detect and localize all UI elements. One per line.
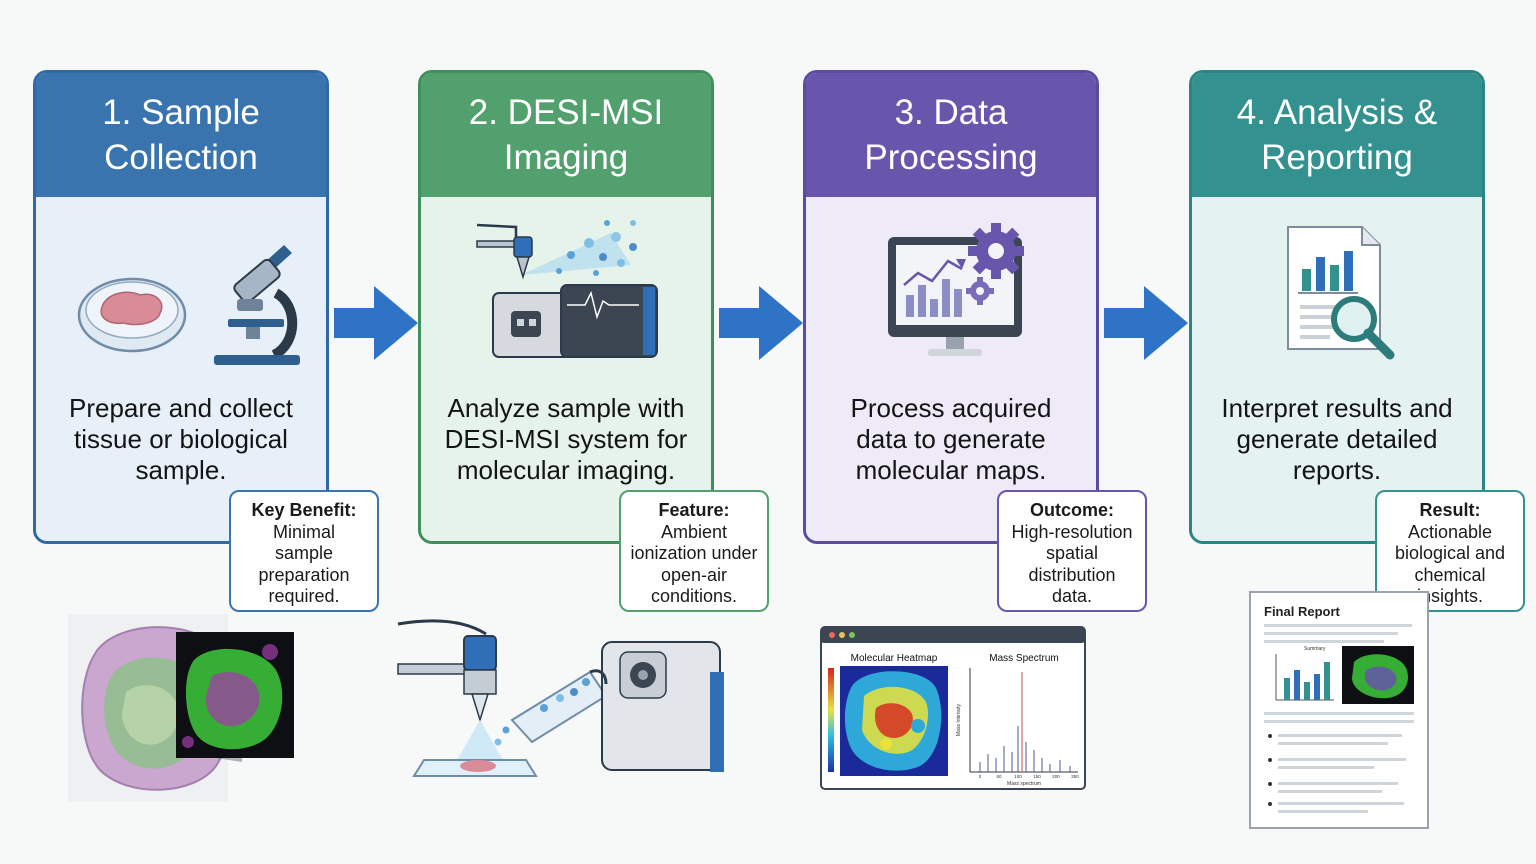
step-title-line: Reporting <box>1261 138 1413 177</box>
heatmap-title: Molecular Heatmap <box>851 653 938 664</box>
step-card-data-processing: 3. Data Processing <box>803 70 1099 544</box>
callout-feature: Feature: Ambient ionization under open-a… <box>619 490 769 612</box>
step-title-line: Imaging <box>503 138 629 177</box>
step-description: Prepare and collect tissue or biological… <box>68 393 294 485</box>
spectrum-title: Mass Spectrum <box>989 653 1058 664</box>
step-description: Analyze sample with DESI-MSI system for … <box>444 393 688 485</box>
svg-text:100: 100 <box>1014 774 1022 779</box>
monitor-chart-gear-icon <box>888 223 1024 356</box>
report-magnifier-icon <box>1287 226 1395 360</box>
flow-arrow-icon <box>1104 286 1188 360</box>
step-header: 2. DESI-MSI Imaging <box>421 73 711 197</box>
flow-arrow-icon <box>719 286 803 360</box>
callout-result: Result: Actionable biological and chemic… <box>1375 490 1525 612</box>
spectrum-xlabel: Mass spectrum <box>1007 781 1041 787</box>
step-title-line: Collection <box>104 138 258 177</box>
step-title-line: 3. Data <box>894 93 1008 132</box>
svg-text:200: 200 <box>1052 774 1060 779</box>
window-close-icon <box>829 632 835 638</box>
flow-arrow-icon <box>334 286 418 360</box>
software-window-illustration: Molecular Heatmap Mass Spectrum Mass Int… <box>820 626 1086 790</box>
step-description: Process acquired data to generate molecu… <box>850 393 1052 485</box>
spectrum-ylabel: Mass Intensity <box>956 704 962 736</box>
step-card-sample-collection: 1. Sample Collection Prepare and collect… <box>33 70 329 544</box>
tissue-section-illustration <box>68 614 294 802</box>
callout-outcome: Outcome: High-resolution spatial distrib… <box>997 490 1147 612</box>
step-header: 4. Analysis & Reporting <box>1192 73 1482 197</box>
step-title-line: 1. Sample <box>102 93 260 132</box>
step-card-desi-msi-imaging: 2. DESI-MSI Imaging <box>418 70 714 544</box>
step-header: 1. Sample Collection <box>36 73 326 197</box>
window-minimize-icon <box>839 632 845 638</box>
svg-text:0: 0 <box>979 774 982 779</box>
callout-key-benefit: Key Benefit: Minimal sample preparation … <box>229 490 379 612</box>
step-title-line: 2. DESI-MSI <box>468 93 664 132</box>
final-report-illustration: Final Report Summary <box>1249 591 1429 829</box>
report-title: Final Report <box>1264 604 1341 619</box>
step-header: 3. Data Processing <box>806 73 1096 197</box>
svg-text:Summary: Summary <box>1304 646 1326 652</box>
svg-text:150: 150 <box>1033 774 1041 779</box>
petri-dish-microscope-icon <box>77 245 300 365</box>
step-title-line: 4. Analysis & <box>1236 93 1438 132</box>
svg-text:50: 50 <box>996 774 1002 779</box>
svg-text:250: 250 <box>1071 774 1079 779</box>
step-description: Interpret results and generate detailed … <box>1221 393 1453 485</box>
mass-spectrometer-icon <box>476 220 658 358</box>
step-card-analysis-reporting: 4. Analysis & Reporting Interpret resu <box>1189 70 1485 544</box>
window-maximize-icon <box>849 632 855 638</box>
desi-setup-illustration <box>397 619 724 777</box>
step-title-line: Processing <box>864 138 1038 177</box>
